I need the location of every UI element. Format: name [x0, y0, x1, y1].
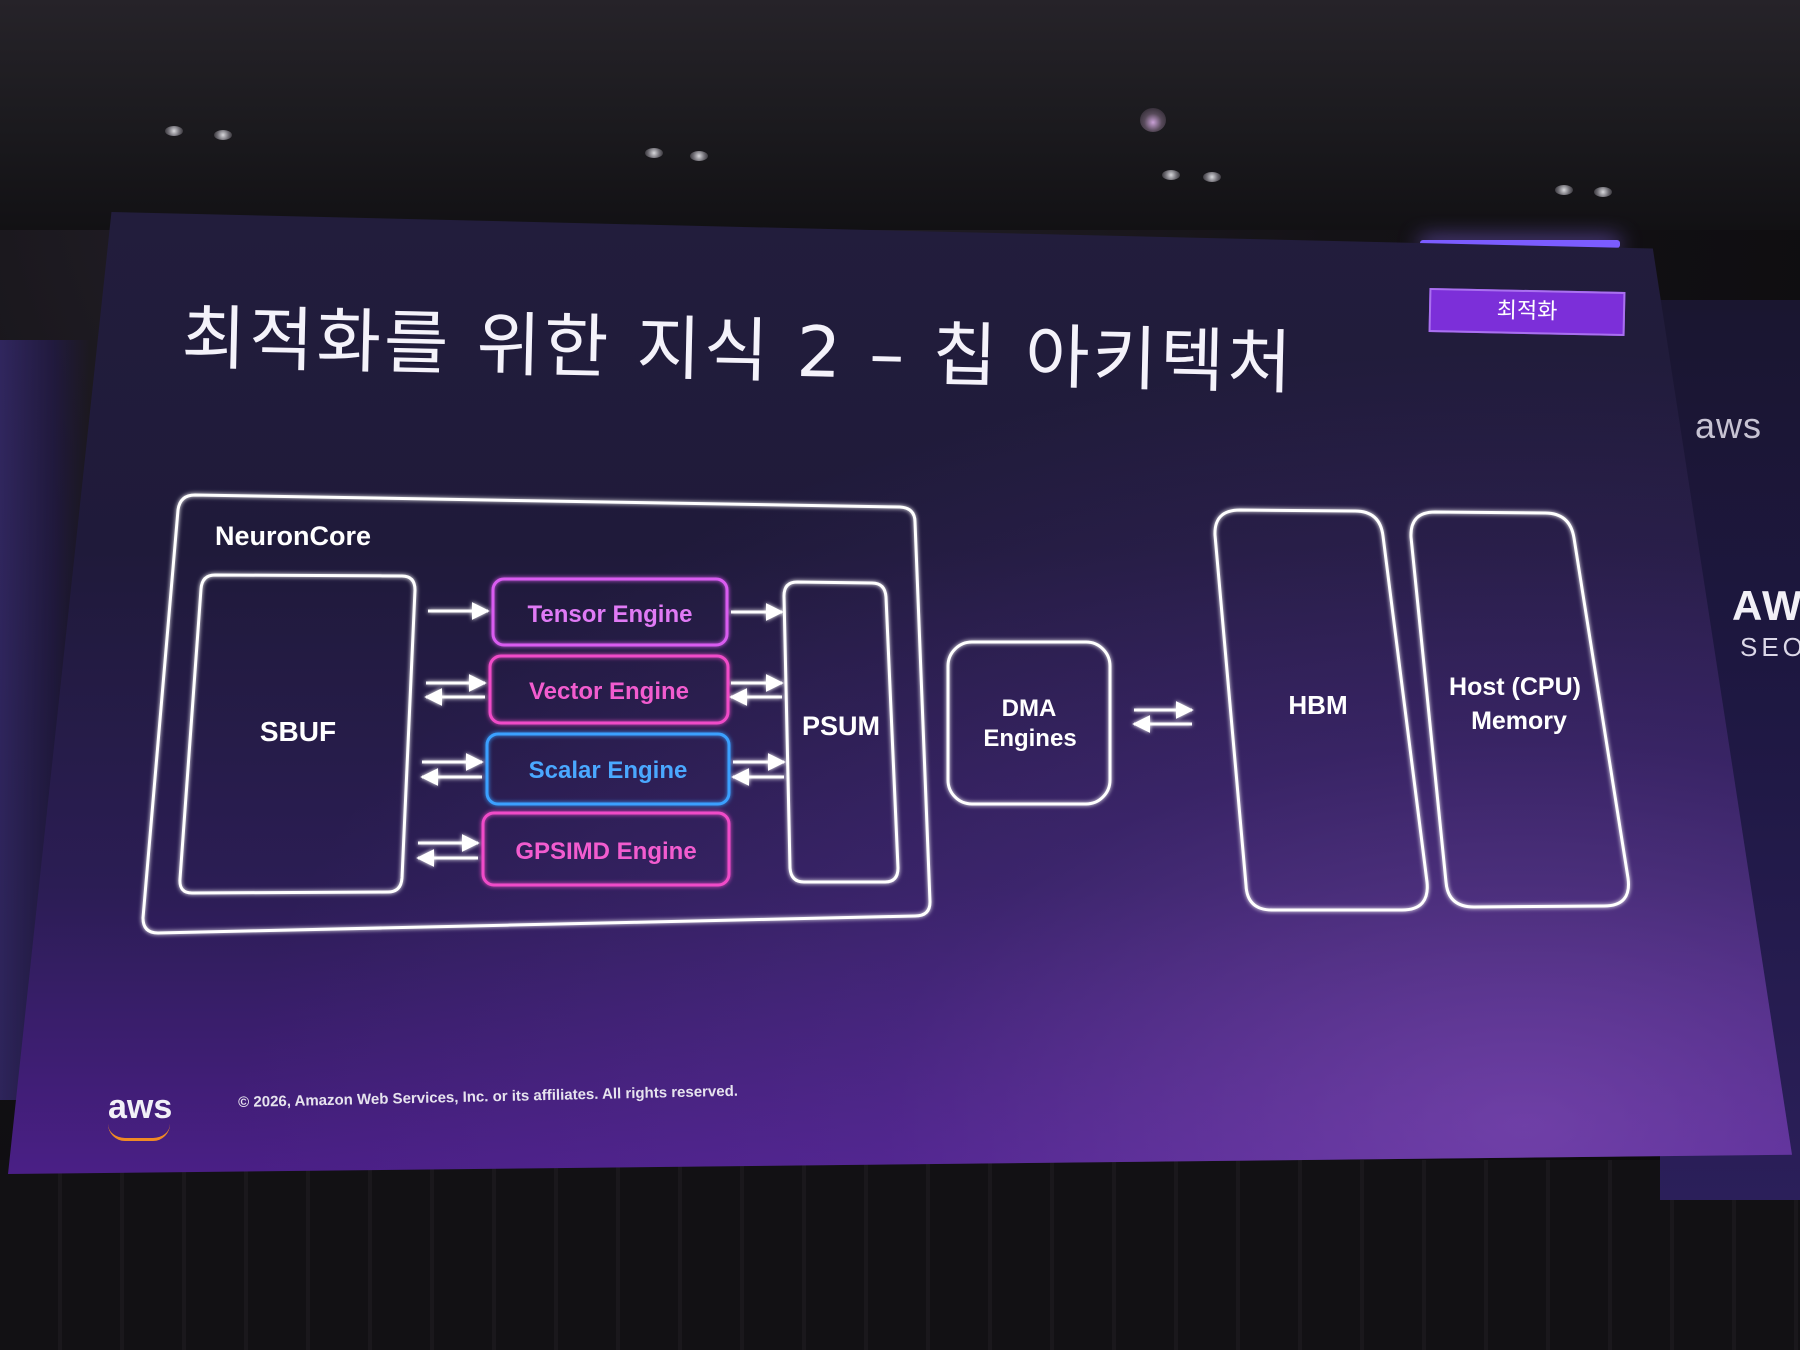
host-label-line1: Host (CPU): [1449, 673, 1581, 701]
scalar-engine-label: Scalar Engine: [529, 757, 688, 784]
aws-smile-icon: [108, 1124, 170, 1141]
psum-label: PSUM: [802, 711, 880, 741]
hbm-label: HBM: [1288, 690, 1347, 720]
vector-engine-label: Vector Engine: [529, 678, 689, 705]
host-label-line2: Memory: [1471, 707, 1567, 735]
sbuf-label: SBUF: [260, 716, 336, 747]
dma-engines-block: [948, 642, 1110, 804]
gpsimd-engine-label: GPSIMD Engine: [515, 838, 696, 865]
dma-label-line1: DMA: [1002, 695, 1057, 722]
neuroncore-label: NeuronCore: [215, 521, 371, 551]
footer-aws-logo: aws: [108, 1088, 172, 1127]
tensor-engine-label: Tensor Engine: [528, 601, 693, 628]
dma-label-line2: Engines: [983, 725, 1076, 752]
